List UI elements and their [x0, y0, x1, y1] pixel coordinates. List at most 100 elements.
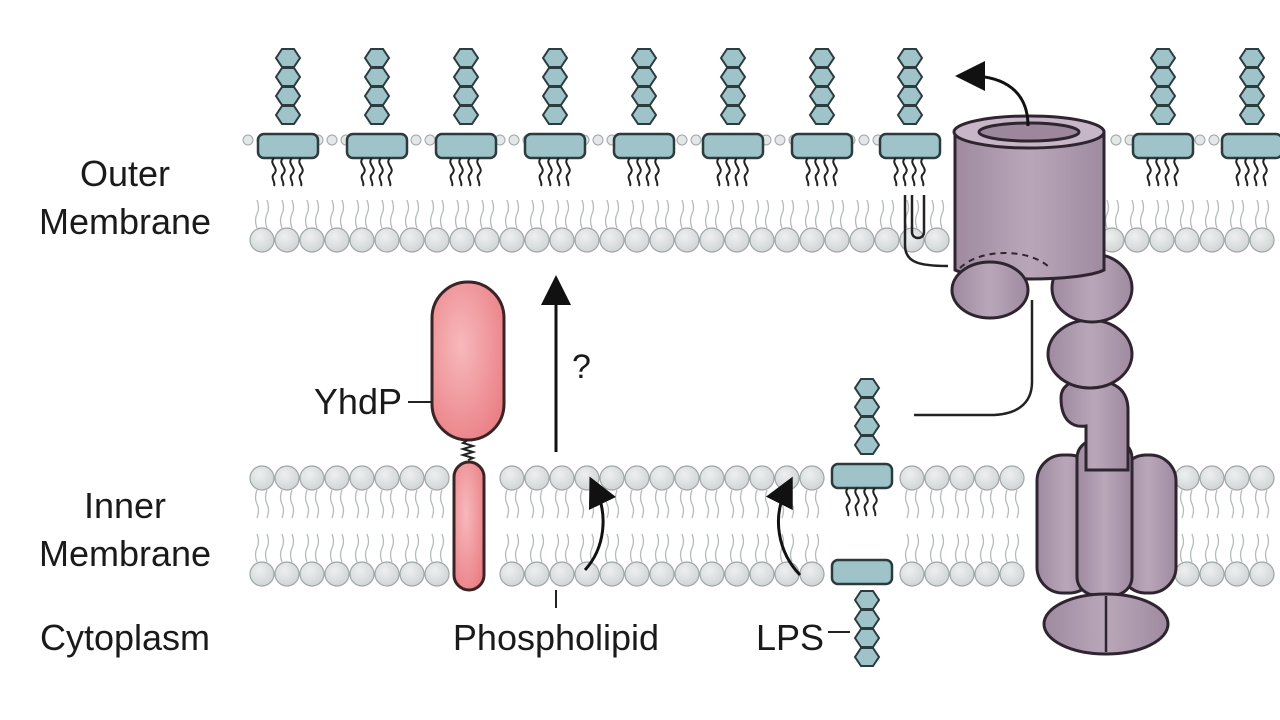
- lipid-tail: [1004, 489, 1020, 519]
- lps-lipid-tail: [360, 157, 366, 187]
- yhdp-protein: [430, 280, 506, 592]
- question-mark-label: ?: [572, 348, 591, 386]
- lipid-tail: [354, 489, 370, 519]
- lps-o-antigen-hexagon: [274, 105, 302, 125]
- lps-o-antigen-hexagon: [630, 48, 658, 68]
- lipid-head: [1199, 227, 1225, 253]
- outer-leaflet-head: [1208, 134, 1220, 146]
- inner-lps-hexagon: [853, 435, 881, 455]
- lps-lipid-tail: [920, 157, 926, 187]
- lipid-tail: [629, 489, 645, 519]
- lps-o-antigen-hexagon: [363, 105, 391, 125]
- lipid-head: [424, 465, 450, 491]
- lipid-tail: [329, 489, 345, 519]
- lipid-head: [1174, 465, 1200, 491]
- lps-core-block: [701, 132, 765, 160]
- lps-lipid-tail: [893, 157, 899, 187]
- inner-lps-core-top: [830, 462, 894, 490]
- lps-lipid-tail: [716, 157, 722, 187]
- inner-lps-tail: [872, 487, 878, 517]
- lipid-head: [699, 465, 725, 491]
- lipid-head: [1249, 561, 1275, 587]
- lipid-tail: [829, 199, 845, 229]
- lipid-tail: [404, 533, 420, 563]
- lipid-tail: [254, 489, 270, 519]
- lps-core-block: [523, 132, 587, 160]
- lipid-head: [1174, 561, 1200, 587]
- lipid-tail: [404, 489, 420, 519]
- lps-o-antigen-hexagon: [541, 86, 569, 106]
- lipid-head: [524, 465, 550, 491]
- lps-o-antigen-hexagon: [1149, 105, 1177, 125]
- lipid-head: [399, 561, 425, 587]
- lps-lipid-tail: [734, 157, 740, 187]
- lipid-tail: [704, 533, 720, 563]
- lps-o-antigen-hexagon: [363, 86, 391, 106]
- lipid-tail: [379, 533, 395, 563]
- lipid-tail: [1129, 199, 1145, 229]
- lipid-tail: [354, 533, 370, 563]
- lps-o-antigen-hexagon: [719, 105, 747, 125]
- lipid-tail: [1254, 489, 1270, 519]
- lipid-head: [524, 227, 550, 253]
- lipid-head: [949, 465, 975, 491]
- lipid-head: [999, 561, 1025, 587]
- lps-lipid-tail: [298, 157, 304, 187]
- lipid-head: [999, 465, 1025, 491]
- lipid-tail: [854, 199, 870, 229]
- lipid-tail: [1204, 533, 1220, 563]
- lps-core-block: [878, 132, 942, 160]
- lps-core-block: [345, 132, 409, 160]
- lipid-head: [549, 561, 575, 587]
- lipid-tail: [1179, 199, 1195, 229]
- lipid-head: [574, 465, 600, 491]
- lps-o-antigen-hexagon: [1149, 48, 1177, 68]
- lps-o-antigen-hexagon: [452, 48, 480, 68]
- lipid-head: [574, 561, 600, 587]
- lipid-tail: [929, 199, 945, 229]
- lipid-tail: [804, 199, 820, 229]
- lps-lipid-tail: [823, 157, 829, 187]
- lipid-tail: [754, 199, 770, 229]
- lps-lipid-tail: [476, 157, 482, 187]
- outer-leaflet-head: [858, 134, 870, 146]
- lps-lipid-tail: [627, 157, 633, 187]
- lipid-tail: [929, 533, 945, 563]
- lps-lipid-tail: [1146, 157, 1152, 187]
- lipid-head: [724, 561, 750, 587]
- lipid-head: [974, 465, 1000, 491]
- lipid-head: [274, 227, 300, 253]
- outer-leaflet-head: [326, 134, 338, 146]
- lps-lipid-tail: [547, 157, 553, 187]
- outer-leaflet-head: [676, 134, 688, 146]
- lipid-head: [549, 227, 575, 253]
- lps-lipid-tail: [1173, 157, 1179, 187]
- lipid-tail: [504, 533, 520, 563]
- lps-o-antigen-hexagon: [808, 86, 836, 106]
- lipid-tail: [429, 533, 445, 563]
- lptd-barrel: [953, 130, 1106, 281]
- lipid-head: [724, 465, 750, 491]
- lps-core-block: [434, 132, 498, 160]
- outer-leaflet-head: [508, 134, 520, 146]
- lipid-tail: [979, 533, 995, 563]
- lipid-tail: [904, 533, 920, 563]
- lptd-lipid-anchor: [903, 195, 949, 268]
- lps-lipid-tail: [467, 157, 473, 187]
- lipid-head: [649, 465, 675, 491]
- lipid-tail: [504, 489, 520, 519]
- lps-lipid-tail: [1244, 157, 1250, 187]
- lipid-tail: [279, 533, 295, 563]
- lptd-lipid-tail-1: [910, 195, 926, 240]
- lipid-head: [774, 227, 800, 253]
- lps-o-antigen-hexagon: [808, 48, 836, 68]
- lipid-tail: [379, 199, 395, 229]
- lipid-head: [274, 465, 300, 491]
- lipid-head: [499, 465, 525, 491]
- yhdp-periplasmic-domain: [430, 280, 506, 442]
- lps-lipid-tail: [1253, 157, 1259, 187]
- inner-lps-tail: [845, 487, 851, 517]
- lps-lipid-tail: [805, 157, 811, 187]
- lps-lipid-tail: [458, 157, 464, 187]
